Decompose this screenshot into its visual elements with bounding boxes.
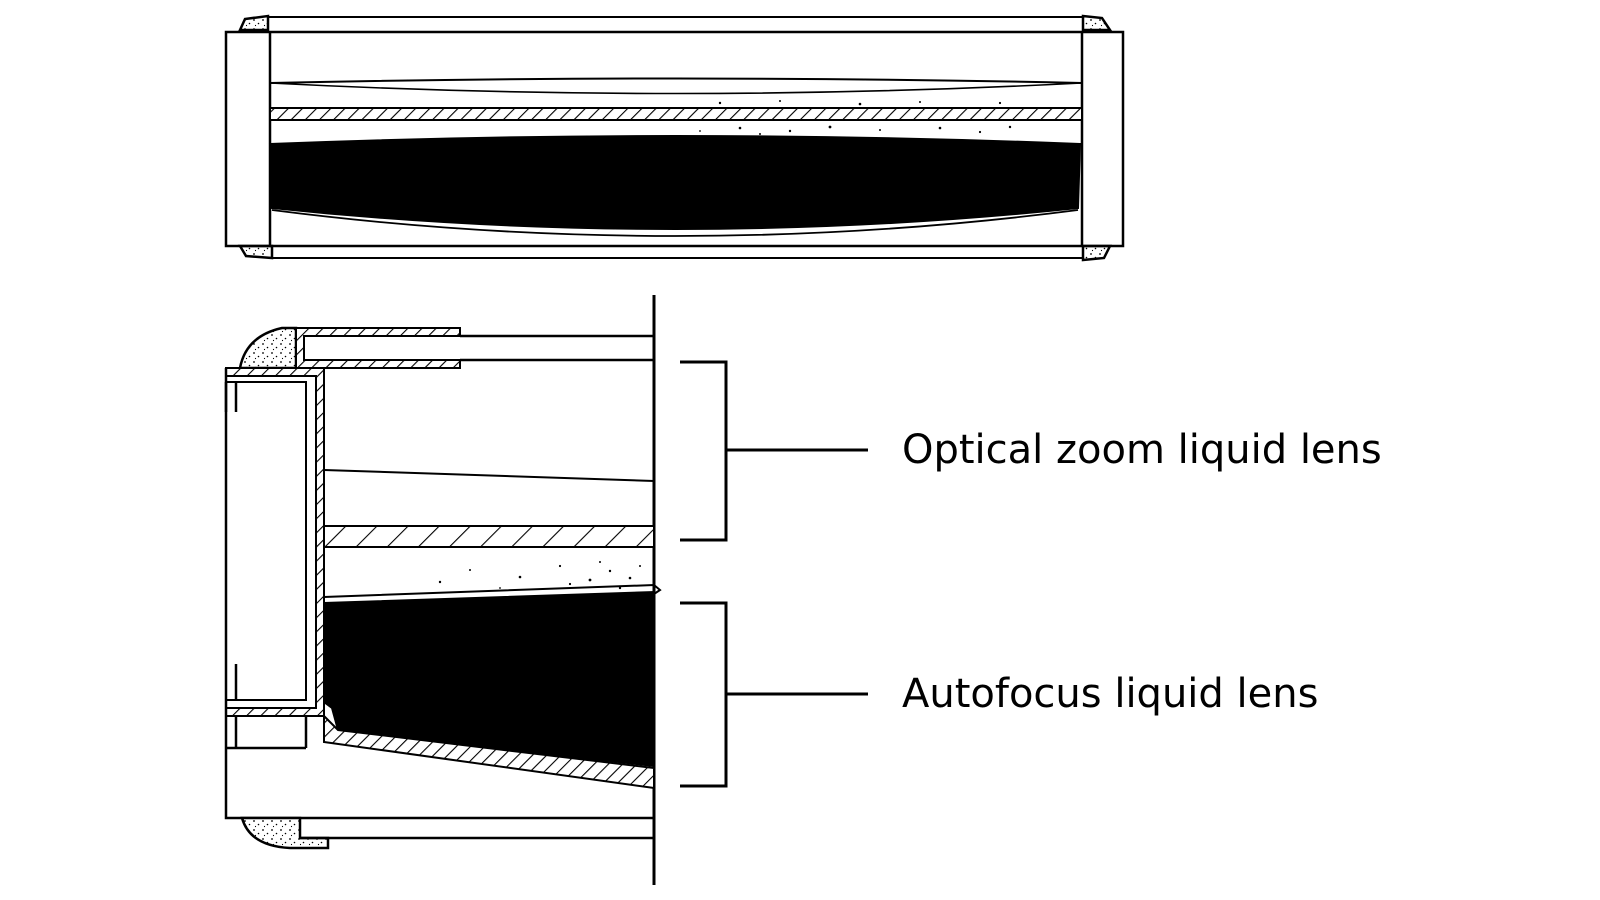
autofocus-bracket <box>680 601 728 788</box>
glass-window <box>269 107 1083 121</box>
zoom-meniscus-top <box>269 77 1083 84</box>
zoom-meniscus-line <box>323 469 655 482</box>
inner-hatched-wall <box>225 367 325 717</box>
top-right-cap <box>1081 14 1113 32</box>
annotation-brackets <box>680 360 868 788</box>
autofocus-hatched-base <box>323 713 655 790</box>
zoom-meniscus-bottom <box>269 82 1083 95</box>
glass-window-detail <box>323 525 655 548</box>
speckle-region <box>438 561 641 590</box>
left-housing <box>224 368 654 820</box>
half-top-cap <box>238 326 298 370</box>
speckle-residue <box>699 100 1012 135</box>
bottom-right-cap <box>1081 244 1113 262</box>
autofocus-base-curve <box>271 209 1079 237</box>
bottom-left-cap <box>237 244 274 260</box>
half-lens-detail <box>224 295 662 885</box>
inner-bracket <box>226 381 307 701</box>
zoom-bracket <box>680 360 728 542</box>
zoom-lens-label: Optical zoom liquid lens <box>902 427 1382 473</box>
autofocus-lens-label: Autofocus liquid lens <box>902 671 1318 717</box>
full-lens-cross-section <box>224 14 1125 262</box>
autofocus-top-surface <box>323 583 662 598</box>
top-flange <box>295 327 461 369</box>
half-bottom-cap <box>240 816 330 850</box>
autofocus-liquid-body <box>268 135 1082 230</box>
top-left-cap <box>238 14 270 32</box>
housing-outer <box>224 30 1125 248</box>
